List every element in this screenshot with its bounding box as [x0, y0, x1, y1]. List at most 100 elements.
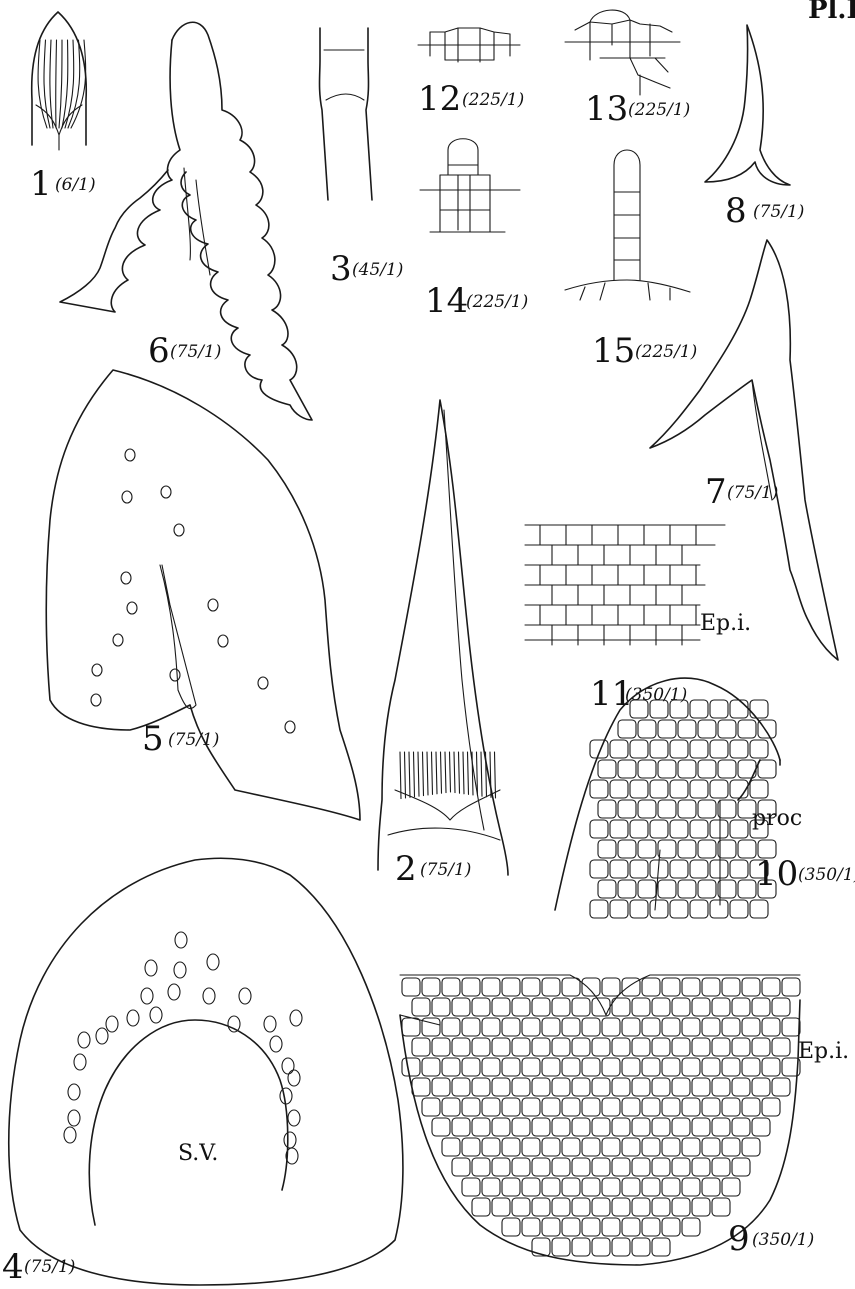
- pore: [175, 932, 187, 948]
- cell: [672, 1198, 690, 1216]
- cell: [572, 998, 590, 1016]
- cell: [750, 780, 768, 798]
- cell: [552, 1158, 570, 1176]
- cell: [710, 900, 728, 918]
- cell: [730, 820, 748, 838]
- cell: [652, 1078, 670, 1096]
- cell: [630, 740, 648, 758]
- cell: [462, 1178, 480, 1196]
- cell: [692, 1158, 710, 1176]
- cell: [682, 1138, 700, 1156]
- cell: [462, 978, 480, 996]
- cell: [442, 1018, 460, 1036]
- cell: [502, 1218, 520, 1236]
- cell: [712, 1038, 730, 1056]
- cell: [432, 1038, 450, 1056]
- cell: [502, 1138, 520, 1156]
- cell: [762, 1018, 780, 1036]
- cell: [732, 1158, 750, 1176]
- cell: [442, 978, 460, 996]
- cell: [602, 1018, 620, 1036]
- pore: [218, 635, 228, 647]
- pore: [68, 1110, 80, 1126]
- cell: [718, 840, 736, 858]
- stria-line: [463, 752, 464, 794]
- cell: [412, 1038, 430, 1056]
- cell: [602, 1058, 620, 1076]
- stria-line: [62, 40, 68, 128]
- cell: [638, 880, 656, 898]
- stria-line: [441, 752, 442, 793]
- figure-3-scale: (45/1): [352, 260, 403, 280]
- figure-14-number: 14: [425, 281, 468, 321]
- cell: [532, 1238, 550, 1256]
- cell: [632, 1198, 650, 1216]
- cell: [730, 900, 748, 918]
- cell: [532, 1038, 550, 1056]
- cell: [670, 740, 688, 758]
- cell: [552, 1238, 570, 1256]
- cell: [638, 840, 656, 858]
- figure-15-number: 15: [592, 331, 635, 371]
- figure-14-scale: (225/1): [466, 292, 528, 312]
- cell: [712, 1078, 730, 1096]
- cell: [710, 780, 728, 798]
- cell: [422, 1098, 440, 1116]
- cell: [552, 1078, 570, 1096]
- cell: [672, 1038, 690, 1056]
- cell: [682, 1178, 700, 1196]
- cell: [512, 1038, 530, 1056]
- cell: [492, 1158, 510, 1176]
- cell: [710, 740, 728, 758]
- cell: [432, 1118, 450, 1136]
- cell: [402, 1058, 420, 1076]
- cell: [742, 978, 760, 996]
- cell: [582, 1218, 600, 1236]
- cell: [542, 1058, 560, 1076]
- cell: [652, 998, 670, 1016]
- cell: [492, 1078, 510, 1096]
- cell: [650, 740, 668, 758]
- cell: [482, 1178, 500, 1196]
- pore: [288, 1110, 300, 1126]
- cell: [630, 820, 648, 838]
- cell: [482, 1098, 500, 1116]
- cell: [632, 1118, 650, 1136]
- cell: [682, 1218, 700, 1236]
- cell: [630, 900, 648, 918]
- stria-line: [56, 40, 57, 128]
- cell: [722, 1058, 740, 1076]
- cell: [730, 740, 748, 758]
- cell: [672, 1118, 690, 1136]
- figure-7-number: 7: [705, 472, 727, 512]
- cell: [542, 1218, 560, 1236]
- stria-line: [414, 752, 415, 797]
- cell: [522, 1218, 540, 1236]
- cell: [722, 1018, 740, 1036]
- cell: [690, 780, 708, 798]
- cell: [630, 860, 648, 878]
- cell: [652, 1158, 670, 1176]
- cell: [442, 1058, 460, 1076]
- cell: [502, 1098, 520, 1116]
- cell: [658, 720, 676, 738]
- cell: [552, 998, 570, 1016]
- cell: [702, 1098, 720, 1116]
- stria-line: [59, 40, 62, 128]
- cell: [502, 978, 520, 996]
- cell: [512, 1158, 530, 1176]
- cell: [582, 1098, 600, 1116]
- cell: [690, 700, 708, 718]
- cell: [472, 1158, 490, 1176]
- cell: [492, 1038, 510, 1056]
- cell: [690, 900, 708, 918]
- stria-line: [450, 752, 451, 792]
- cell: [552, 1198, 570, 1216]
- cell: [690, 740, 708, 758]
- cell: [742, 1018, 760, 1036]
- cell: [502, 1058, 520, 1076]
- cell: [762, 1098, 780, 1116]
- cell: [590, 900, 608, 918]
- cell: [678, 720, 696, 738]
